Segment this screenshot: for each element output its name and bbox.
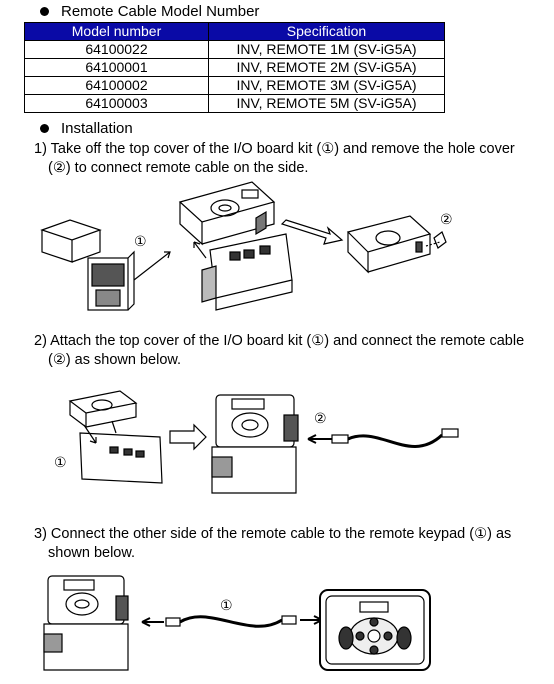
table-row: 64100002 INV, REMOTE 3M (SV-iG5A): [24, 76, 445, 95]
step-3-illustration: ①: [43, 575, 431, 671]
hollow-arrow-icon: [169, 423, 207, 451]
step-3-line-2: shown below.: [48, 545, 136, 561]
remote-cable-figure: [165, 615, 297, 628]
table-row: 64100022 INV, REMOTE 1M (SV-iG5A): [24, 40, 445, 59]
bullet-icon: [40, 6, 49, 16]
step-2-line-2: (②) as shown below.: [48, 352, 182, 368]
arrow-icon: [300, 615, 323, 625]
step-1-illustration: ① ②: [40, 181, 453, 311]
table-row: 64100001 INV, REMOTE 2M (SV-iG5A): [24, 58, 445, 77]
bullet-icon: [40, 123, 49, 133]
specification-cell: INV, REMOTE 3M (SV-iG5A): [208, 76, 445, 95]
arrow-icon: [133, 251, 171, 281]
table-row: 64100003 INV, REMOTE 5M (SV-iG5A): [24, 94, 445, 113]
specification-cell: INV, REMOTE 2M (SV-iG5A): [208, 58, 445, 77]
model-number-cell: 64100003: [24, 94, 209, 113]
step-3-text: 3) Connect the other side of the remote …: [34, 525, 511, 563]
remote-cable-figure: [331, 428, 459, 448]
installation-heading-text: Installation: [61, 120, 133, 137]
cover-and-board-figure: [68, 390, 163, 484]
installation-heading: Installation: [40, 120, 133, 138]
cable-model-table: Model number Specification 64100022 INV,…: [24, 22, 445, 113]
cable-heading-text: Remote Cable Model Number: [61, 3, 260, 20]
step-2-illustration: ① ②: [54, 390, 459, 494]
callout-2: ②: [314, 410, 327, 426]
step-1-line-2: (②) to connect remote cable on the side.: [48, 160, 309, 176]
step-1-text: 1) Take off the top cover of the I/O boa…: [34, 140, 515, 178]
model-number-cell: 64100022: [24, 40, 209, 59]
arrow-icon: [193, 241, 207, 259]
assembled-inverter-figure: [211, 394, 299, 494]
cable-section-heading: Remote Cable Model Number: [40, 3, 259, 21]
top-cover-figure: [178, 181, 276, 246]
step-3-line-1: 3) Connect the other side of the remote …: [34, 526, 512, 542]
column-header-spec: Specification: [208, 22, 445, 41]
model-number-cell: 64100001: [24, 58, 209, 77]
io-board-parts-figure: [40, 219, 135, 311]
io-board-figure: [201, 233, 293, 311]
callout-1: ①: [220, 597, 233, 613]
callout-1: ①: [134, 233, 147, 249]
assembled-inverter-figure: [43, 575, 129, 671]
remote-keypad-figure: [319, 589, 431, 671]
cover-hole-removed-figure: [346, 215, 447, 274]
arrow-icon: [141, 617, 164, 627]
column-header-model: Model number: [24, 22, 209, 41]
step-1-line-1: 1) Take off the top cover of the I/O boa…: [34, 141, 515, 157]
specification-cell: INV, REMOTE 1M (SV-iG5A): [208, 40, 445, 59]
step-2-line-1: 2) Attach the top cover of the I/O board…: [34, 333, 525, 349]
model-number-cell: 64100002: [24, 76, 209, 95]
table-header-row: Model number Specification: [24, 22, 445, 41]
callout-2: ②: [440, 211, 453, 227]
specification-cell: INV, REMOTE 5M (SV-iG5A): [208, 94, 445, 113]
arrow-head-icon: [164, 251, 171, 259]
step-2-text: 2) Attach the top cover of the I/O board…: [34, 332, 524, 370]
callout-1: ①: [54, 454, 67, 470]
hollow-arrow-icon: [280, 219, 344, 245]
